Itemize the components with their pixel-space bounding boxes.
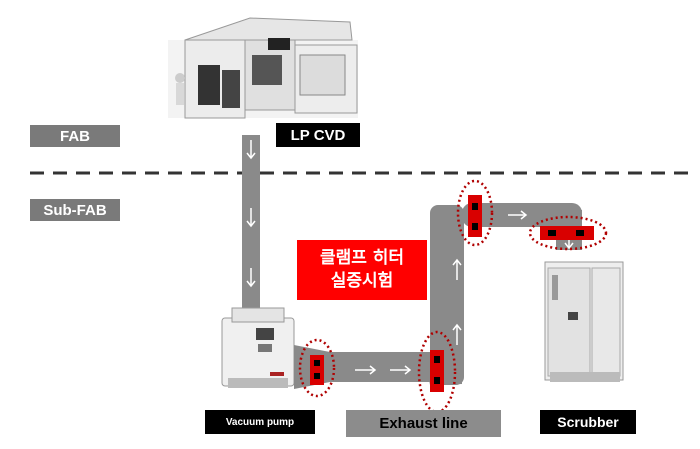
exhaust-riser-pipe xyxy=(430,205,464,385)
heater-marker-riser-top xyxy=(456,179,494,247)
right-arrow-icon xyxy=(508,210,528,220)
down-arrow-icon xyxy=(246,140,256,288)
lpcvd-equipment-image xyxy=(168,17,358,119)
vacuum-pump-image xyxy=(221,307,295,388)
clamp-heater-test-box: 클램프 히터 실증시험 xyxy=(297,240,427,300)
up-arrow-icon xyxy=(452,258,462,345)
heater-marker-pump-outlet xyxy=(298,338,336,398)
heater-marker-exhaust-bend xyxy=(417,330,457,414)
fab-zone-label: FAB xyxy=(30,125,120,147)
lpcvd-label: LP CVD xyxy=(276,123,360,147)
vacuum-pump-label: Vacuum pump xyxy=(205,410,315,434)
scrubber-label: Scrubber xyxy=(540,410,636,434)
scrubber-image xyxy=(544,261,624,382)
sub-fab-zone-label: Sub-FAB xyxy=(30,199,120,221)
right-arrow-icon xyxy=(355,365,412,375)
clamp-heater-title: 클램프 히터 xyxy=(319,248,405,268)
heater-marker-scrubber-inlet xyxy=(528,215,608,251)
exhaust-line-label: Exhaust line xyxy=(346,410,501,437)
field-test-title: 실증시험 xyxy=(330,271,394,291)
